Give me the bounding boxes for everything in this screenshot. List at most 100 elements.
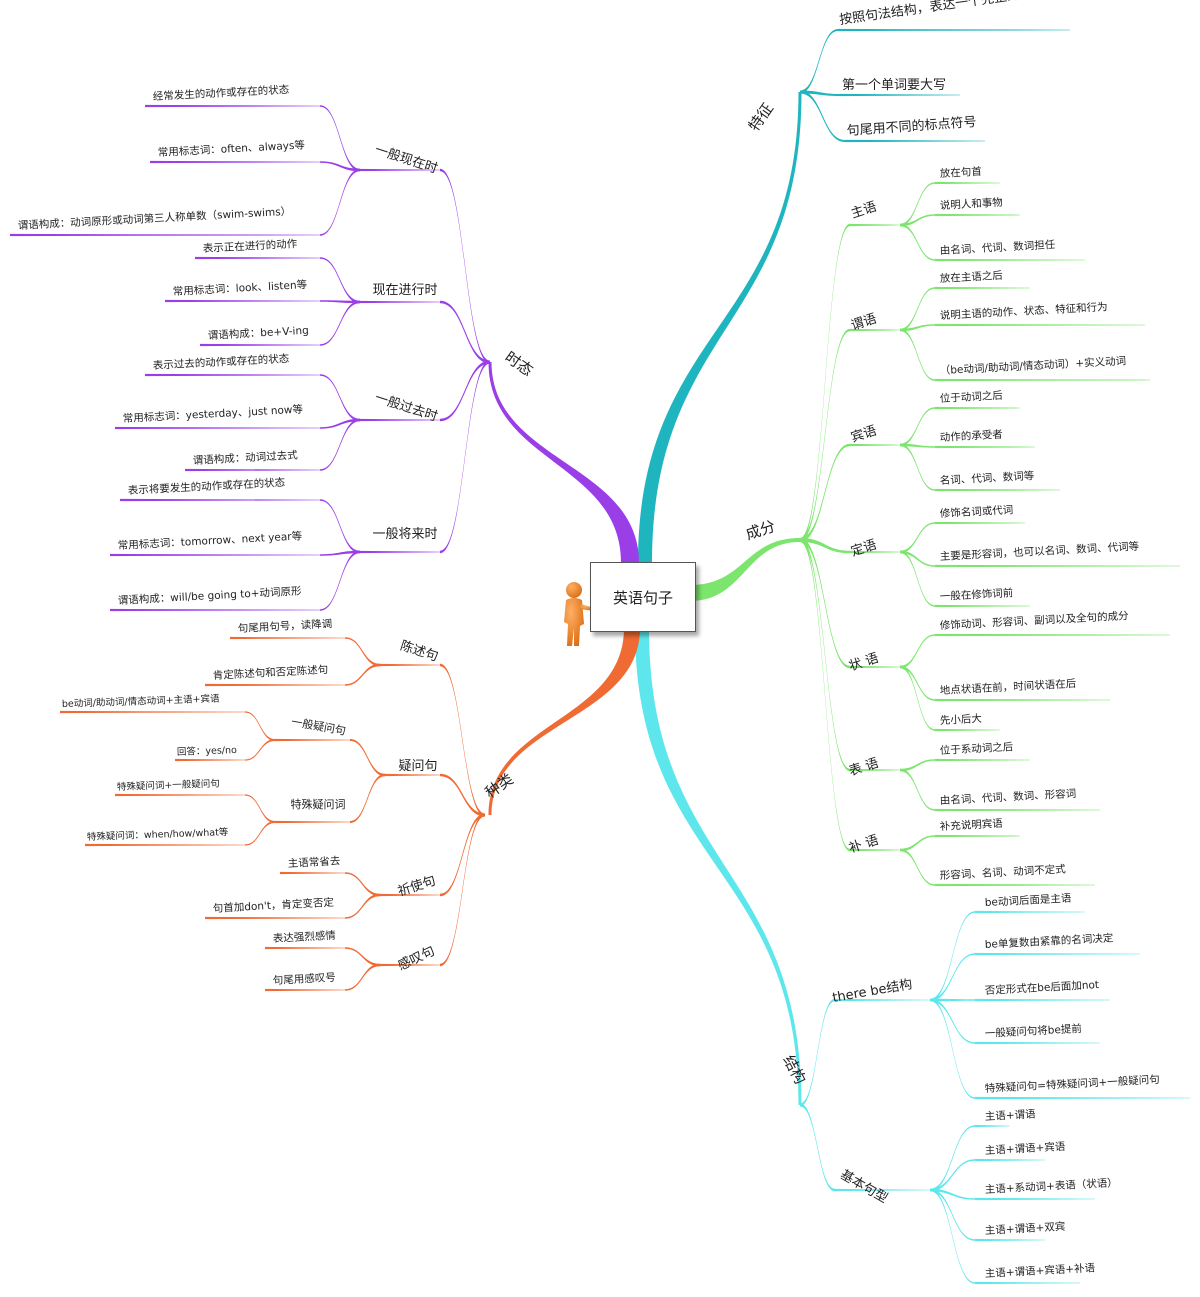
zhonglei-item[interactable]: 句尾用句号，读降调 bbox=[237, 617, 332, 635]
zhonglei-group-label[interactable]: 陈述句 bbox=[398, 638, 440, 665]
chengfen-item[interactable]: 主要是形容词，也可以名词、数词、代词等 bbox=[939, 540, 1139, 563]
zhonglei-item-underline bbox=[205, 683, 345, 687]
shitai-group-label[interactable]: 现在进行时 bbox=[372, 283, 437, 298]
jiegou-group-label[interactable]: there be结构 bbox=[831, 977, 913, 1006]
shitai-item[interactable]: 常用标志词：yesterday、just now等 bbox=[122, 403, 303, 425]
jiegou-item-link bbox=[930, 1188, 975, 1284]
shitai-item-link bbox=[320, 499, 360, 554]
jiegou-item-link bbox=[930, 911, 975, 1002]
chengfen-group-link bbox=[800, 223, 850, 542]
jiegou-label[interactable]: 结构 bbox=[779, 1052, 809, 1087]
chengfen-item-underline bbox=[935, 564, 1180, 568]
shitai-item[interactable]: 表示正在进行的动作 bbox=[202, 237, 298, 255]
zhonglei-label[interactable]: 种类 bbox=[482, 770, 517, 802]
zhonglei-item[interactable]: 句尾用感叹号 bbox=[272, 971, 336, 987]
chengfen-group-label[interactable]: 补 语 bbox=[847, 833, 880, 857]
jiegou-item[interactable]: 主语+谓语+双宾 bbox=[984, 1220, 1065, 1237]
shitai-group-label[interactable]: 一般将来时 bbox=[372, 526, 437, 542]
chengfen-item[interactable]: 地点状语在前，时间状语在后 bbox=[939, 677, 1076, 697]
zhonglei-subitem[interactable]: 回答：yes/no bbox=[177, 744, 238, 758]
shitai-item[interactable]: 谓语构成：动词过去式 bbox=[192, 448, 298, 467]
zhonglei-item[interactable]: 肯定陈述句和否定陈述句 bbox=[212, 663, 328, 682]
zhonglei-trunk bbox=[488, 628, 640, 815]
chengfen-group-label[interactable]: 宾语 bbox=[849, 423, 879, 446]
chengfen-item[interactable]: 由名词、代词、数词担任 bbox=[939, 238, 1056, 257]
jiegou-item-underline bbox=[975, 1124, 1010, 1128]
shitai-item[interactable]: 常用标志词：tomorrow、next year等 bbox=[117, 529, 302, 552]
tezheng-label[interactable]: 特征 bbox=[745, 100, 777, 135]
zhonglei-subitem[interactable]: 特殊疑问词：when/how/what等 bbox=[87, 826, 229, 843]
jiegou-item[interactable]: be单复数由紧靠的名词决定 bbox=[984, 931, 1114, 951]
tezheng-underline bbox=[838, 28, 1070, 32]
zhonglei-group-label[interactable]: 疑问句 bbox=[398, 758, 437, 774]
jiegou-item[interactable]: 主语+谓语+宾语+补语 bbox=[984, 1261, 1095, 1280]
chengfen-group-label[interactable]: 定语 bbox=[849, 538, 878, 560]
chengfen-item[interactable]: 修饰名词或代词 bbox=[939, 503, 1013, 520]
shitai-group-label[interactable]: 一般现在时 bbox=[373, 142, 440, 177]
zhonglei-group-underline bbox=[380, 963, 440, 967]
chengfen-item[interactable]: 位于系动词之后 bbox=[939, 740, 1013, 757]
chengfen-item-link bbox=[900, 665, 935, 701]
tezheng-item[interactable]: 第一个单词要大写 bbox=[842, 78, 946, 93]
jiegou-item[interactable]: 主语+谓语+宾语 bbox=[984, 1140, 1066, 1157]
zhonglei-subgroup-label[interactable]: 特殊疑问词 bbox=[291, 797, 346, 811]
zhonglei-item-link bbox=[345, 663, 380, 686]
shitai-item-underline bbox=[120, 498, 320, 502]
shitai-label[interactable]: 时态 bbox=[501, 348, 536, 380]
chengfen-item[interactable]: 形容词、名词、动词不定式 bbox=[939, 862, 1066, 882]
jiegou-group-underline bbox=[835, 1188, 930, 1192]
chengfen-item[interactable]: （be动词/助动词/情态动词）+实义动词 bbox=[939, 354, 1126, 377]
zhonglei-subgroup-label[interactable]: 一般疑问句 bbox=[290, 715, 346, 737]
chengfen-item[interactable]: 先小后大 bbox=[939, 712, 982, 727]
chengfen-label[interactable]: 成分 bbox=[743, 517, 777, 543]
jiegou-group-label[interactable]: 基本句型 bbox=[837, 1167, 890, 1206]
shitai-group-link bbox=[440, 300, 490, 364]
zhonglei-item-link bbox=[345, 637, 380, 667]
chengfen-item[interactable]: 补充说明宾语 bbox=[939, 817, 1003, 833]
zhonglei-item[interactable]: 表达强烈感情 bbox=[272, 929, 336, 945]
jiegou-item[interactable]: 否定形式在be后面加not bbox=[984, 978, 1099, 997]
shitai-item[interactable]: 谓语构成：be+V-ing bbox=[207, 324, 309, 342]
center-topic[interactable]: 英语句子 bbox=[590, 562, 696, 632]
shitai-item[interactable]: 谓语构成：动词原形或动词第三人称单数（swim-swims） bbox=[17, 205, 291, 232]
shitai-item[interactable]: 表示过去的动作或存在的状态 bbox=[152, 352, 289, 372]
chengfen-group-label[interactable]: 表 语 bbox=[847, 756, 880, 780]
tezheng-item[interactable]: 句尾用不同的标点符号 bbox=[846, 114, 977, 139]
chengfen-item[interactable]: 修饰动词、形容词、副词以及全句的成分 bbox=[939, 609, 1129, 632]
chengfen-item[interactable]: 说明人和事物 bbox=[939, 196, 1003, 212]
shitai-item[interactable]: 经常发生的动作或存在的状态 bbox=[152, 83, 289, 103]
jiegou-item[interactable]: 一般疑问句将be提前 bbox=[984, 1022, 1082, 1040]
tezheng-item[interactable]: 按照句法结构，表达一个完整的概念 bbox=[838, 0, 1046, 28]
chengfen-item[interactable]: 放在主语之后 bbox=[939, 269, 1003, 285]
chengfen-item[interactable]: 动作的承受者 bbox=[939, 428, 1003, 444]
shitai-item[interactable]: 表示将要发生的动作或存在的状态 bbox=[127, 476, 285, 497]
chengfen-item[interactable]: 名词、代词、数词等 bbox=[939, 469, 1035, 487]
zhonglei-group-label[interactable]: 感叹句 bbox=[395, 943, 437, 974]
zhonglei-group-label[interactable]: 祈使句 bbox=[396, 873, 438, 900]
jiegou-item[interactable]: 主语+谓语 bbox=[985, 1108, 1037, 1123]
chengfen-group-label[interactable]: 主语 bbox=[849, 200, 878, 222]
jiegou-item[interactable]: 特殊疑问句=特殊疑问词+一般疑问句 bbox=[984, 1073, 1160, 1095]
zhonglei-subitem[interactable]: 特殊疑问词+一般疑问句 bbox=[117, 777, 220, 793]
chengfen-item[interactable]: 由名词、代词、数词、形容词 bbox=[939, 787, 1076, 807]
shitai-item[interactable]: 常用标志词：often、always等 bbox=[157, 138, 305, 159]
shitai-item[interactable]: 常用标志词：look、listen等 bbox=[172, 278, 307, 298]
chengfen-item[interactable]: 位于动词之后 bbox=[939, 389, 1003, 405]
zhonglei-group-link bbox=[440, 773, 485, 817]
shitai-item-underline bbox=[185, 468, 320, 472]
zhonglei-subgroup-underline bbox=[275, 738, 350, 742]
presenter-figure-icon bbox=[564, 582, 598, 646]
chengfen-group-label[interactable]: 状 语 bbox=[847, 651, 880, 675]
jiegou-item[interactable]: be动词后面是主语 bbox=[985, 892, 1073, 909]
chengfen-item[interactable]: 一般在修饰词前 bbox=[939, 586, 1013, 603]
shitai-item[interactable]: 谓语构成：will/be going to+动词原形 bbox=[117, 584, 302, 607]
zhonglei-item[interactable]: 句首加don't，肯定变否定 bbox=[212, 896, 334, 915]
zhonglei-subgroup-link bbox=[350, 773, 385, 823]
zhonglei-subitem[interactable]: be动词/助动词/情态动词+主语+宾语 bbox=[62, 692, 221, 710]
center-topic-title: 英语句子 bbox=[612, 588, 673, 607]
chengfen-item-underline bbox=[935, 213, 1020, 217]
chengfen-item[interactable]: 说明主语的动作、状态、特征和行为 bbox=[939, 300, 1107, 322]
chengfen-item[interactable]: 放在句首 bbox=[939, 165, 982, 180]
jiegou-item[interactable]: 主语+系动词+表语（状语） bbox=[984, 1176, 1118, 1196]
zhonglei-item[interactable]: 主语常省去 bbox=[287, 854, 340, 870]
